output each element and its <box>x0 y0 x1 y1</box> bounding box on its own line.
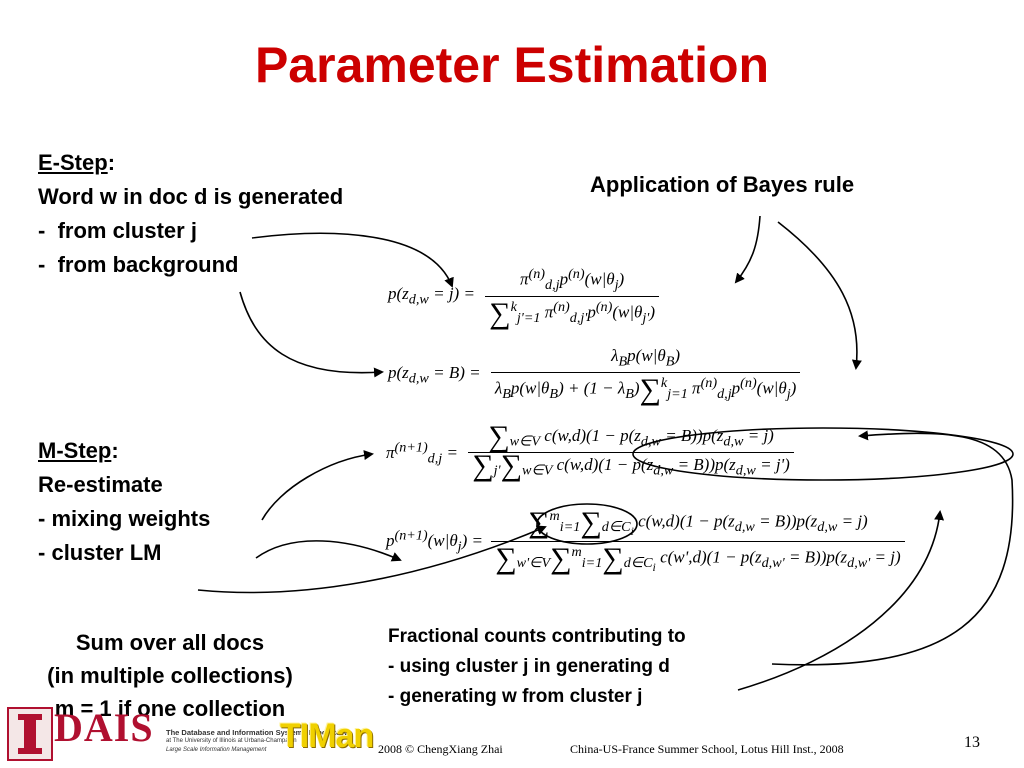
mstep-line1: Re-estimate <box>38 472 163 497</box>
circle-fractional-counts <box>632 427 1014 481</box>
mstep-heading: M-Step <box>38 438 112 463</box>
arrow-fractional-to-circle2 <box>737 510 945 691</box>
mstep-bullet1: - mixing weights <box>38 506 211 531</box>
footer-copyright: 2008 © ChengXiang Zhai <box>378 742 503 756</box>
mstep-block: M-Step: Re-estimate - mixing weights - c… <box>38 434 210 570</box>
fractional-note: Fractional counts contributing to - usin… <box>388 622 686 712</box>
slide-title: Parameter Estimation <box>254 37 770 93</box>
estep-bullet2: - from background <box>38 252 239 277</box>
lab-name: The Database and Information Systems Lab… <box>166 728 348 737</box>
lab-sub1: at The University of Illinois at Urbana-… <box>166 738 297 744</box>
equation-3: π(n+1)d,j = ∑w∈V c(w,d)(1 − p(zd,w = B))… <box>386 422 794 481</box>
bayes-note: Application of Bayes rule <box>590 172 855 197</box>
estep-bullet1: - from cluster j <box>38 218 197 243</box>
arrow-sumnote-to-circle <box>197 525 547 594</box>
sum-note-line3: m = 1 if one collection <box>54 696 286 721</box>
estep-block: E-Step: Word w in doc d is generated - f… <box>38 146 343 282</box>
sum-note-line1: Sum over all docs <box>75 630 265 655</box>
estep-heading: E-Step <box>38 150 108 175</box>
arrow-fractional-to-circle1 <box>771 430 1014 666</box>
footer-event: China-US-France Summer School, Lotus Hil… <box>570 742 844 756</box>
lab-sub2: Large Scale Information Management <box>166 747 267 753</box>
arrow-cluster-to-eq1 <box>251 232 454 288</box>
sum-note: Sum over all docs (in multiple collectio… <box>0 626 340 725</box>
estep-bullet2-text: from background <box>57 252 239 277</box>
fractional-note-bullet1: - using cluster j in generating d <box>388 656 670 677</box>
mstep-bullet1-text: mixing weights <box>51 506 211 531</box>
timan-logo: TIMan <box>280 717 374 755</box>
mstep-colon: : <box>111 438 119 463</box>
equation-4: p(n+1)(w|θj) = ∑mi=1∑d∈Ci c(w,d)(1 − p(z… <box>386 507 905 575</box>
fractional-note-bullet1-text: using cluster j in generating d <box>399 656 670 677</box>
dais-logo-text: DAIS <box>54 705 154 750</box>
arrow-bayes-to-eq1 <box>734 215 761 284</box>
dais-emblem <box>6 706 54 762</box>
arrow-clusterlm-to-eq4 <box>255 540 402 562</box>
fractional-note-bullet2: - generating w from cluster j <box>388 686 643 707</box>
mstep-bullet2: - cluster LM <box>38 540 162 565</box>
arrow-mixing-to-eq3 <box>261 450 374 521</box>
arrow-background-to-eq2 <box>239 291 384 378</box>
page-number: 13 <box>964 734 980 751</box>
estep-line1: Word w in doc d is generated <box>38 184 344 209</box>
estep-bullet1-text: from cluster j <box>57 218 197 243</box>
fractional-note-line1: Fractional counts contributing to <box>388 626 686 647</box>
lab-name-block: The Database and Information Systems Lab… <box>166 728 348 755</box>
equation-1: p(zd,w = j) = π(n)d,jp(n)(w|θj) ∑kj'=1 π… <box>388 266 660 328</box>
estep-colon: : <box>107 150 116 175</box>
arrow-bayes-to-eq2 <box>777 221 862 370</box>
sum-note-line2: (in multiple collections) <box>47 663 293 688</box>
circle-sum-over-docs <box>536 503 638 545</box>
mstep-bullet2-text: cluster LM <box>51 540 162 565</box>
fractional-note-bullet2-text: generating w from cluster j <box>399 686 643 707</box>
equation-2: p(zd,w = B) = λBp(w|θB) λBp(w|θB) + (1 −… <box>388 346 801 405</box>
